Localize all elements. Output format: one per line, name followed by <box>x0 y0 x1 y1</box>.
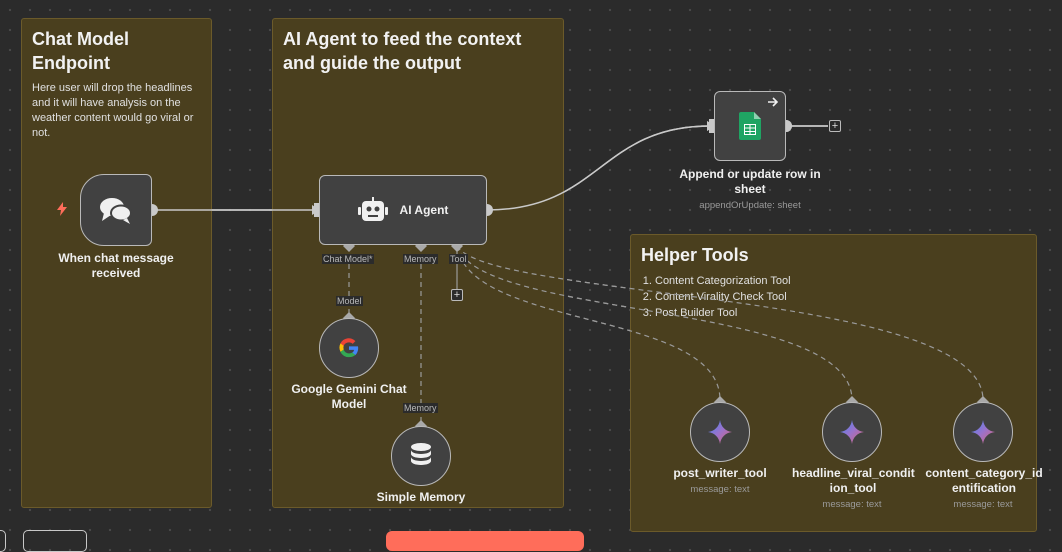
canvas-control-button[interactable] <box>0 530 6 552</box>
execute-workflow-button[interactable] <box>386 531 584 551</box>
helper-tool-item: Content Virality Check Tool <box>655 289 1026 305</box>
headline-viral-tool-sublabel: message: text <box>822 499 882 510</box>
google-g-icon <box>339 338 359 358</box>
content-category-tool-label: content_category_id entification <box>925 466 1043 495</box>
canvas-control-button[interactable] <box>23 530 87 552</box>
simple-memory-label: Simple Memory <box>376 490 466 504</box>
content-category-tool-sublabel: message: text <box>953 499 1013 510</box>
helper-tool-item: Content Categorization Tool <box>655 273 1026 289</box>
robot-icon <box>357 197 388 221</box>
arrow-right-icon <box>768 97 779 107</box>
simple-memory-node[interactable] <box>391 426 451 486</box>
port-memory-in-label: Memory <box>403 403 438 413</box>
gemini-model-node[interactable] <box>319 318 379 378</box>
post-writer-tool-label: post_writer_tool <box>673 466 767 480</box>
gemini-sparkle-icon <box>971 420 995 444</box>
sticky-chat-title: Chat Model Endpoint <box>32 29 129 73</box>
gemini-sparkle-icon <box>708 420 732 444</box>
database-icon <box>411 443 431 465</box>
headline-viral-tool-node[interactable] <box>822 402 882 462</box>
headline-viral-tool-label: headline_viral_condit ion_tool <box>792 466 915 495</box>
sheets-sublabel: appendOrUpdate: sheet <box>699 200 801 211</box>
post-writer-tool-sublabel: message: text <box>690 484 750 495</box>
sticky-chat-description: Here user will drop the headlines and it… <box>32 82 194 139</box>
add-next-node-button[interactable]: + <box>829 120 841 132</box>
sticky-helper-tools[interactable]: Helper Tools Content Categorization Tool… <box>630 234 1037 532</box>
chat-trigger-label: When chat message received <box>58 251 174 280</box>
trigger-bolt-icon <box>57 202 67 216</box>
google-sheets-icon <box>739 112 761 140</box>
port-chat-model-label: Chat Model* <box>322 254 374 264</box>
add-tool-button[interactable]: + <box>451 289 463 301</box>
sticky-chat-endpoint[interactable]: Chat Model Endpoint Here user will drop … <box>21 18 212 508</box>
sheets-node[interactable] <box>714 91 786 161</box>
ai-agent-node[interactable]: AI Agent <box>319 175 487 245</box>
gemini-sparkle-icon <box>840 420 864 444</box>
chat-bubbles-icon <box>100 198 132 224</box>
port-tool-label: Tool <box>449 254 468 264</box>
sticky-helper-title: Helper Tools <box>641 245 749 265</box>
sticky-agent-title: AI Agent to feed the context and guide t… <box>283 29 522 73</box>
port-memory-label: Memory <box>403 254 438 264</box>
chat-trigger-node[interactable] <box>80 174 152 246</box>
gemini-model-label: Google Gemini Chat Model <box>291 382 407 411</box>
content-category-tool-node[interactable] <box>953 402 1013 462</box>
ai-agent-label: AI Agent <box>399 203 449 217</box>
port-model-label: Model <box>336 296 363 306</box>
sheets-label: Append or update row in sheet <box>679 167 821 196</box>
post-writer-tool-node[interactable] <box>690 402 750 462</box>
